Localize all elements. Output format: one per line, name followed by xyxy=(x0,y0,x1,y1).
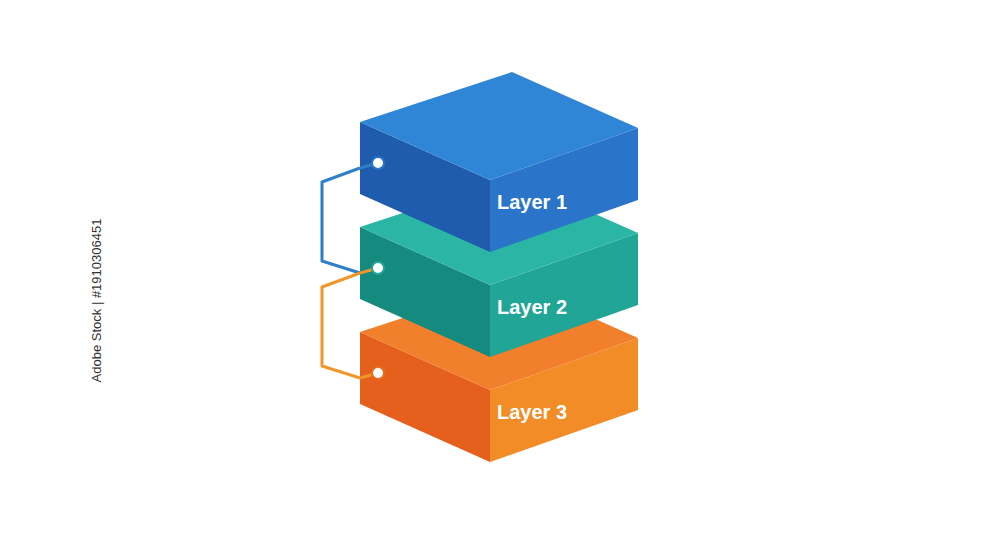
connector-line xyxy=(322,273,360,378)
connector-dot xyxy=(372,367,384,379)
slab-top-face xyxy=(360,282,638,390)
connector-dot xyxy=(372,262,384,274)
slab-top-face xyxy=(360,177,638,285)
connector-line xyxy=(322,168,360,273)
layer-label: Layer 3 xyxy=(497,400,567,424)
slab-shape xyxy=(360,72,638,252)
connector-dot xyxy=(372,157,384,169)
layer-label: Layer 2 xyxy=(497,295,567,319)
layer-label: Layer 1 xyxy=(497,190,567,214)
watermark-text: Adobe Stock | #1910306451 xyxy=(89,219,104,383)
layer-slab: Layer 1 xyxy=(360,72,638,252)
slab-top-face xyxy=(360,72,638,180)
